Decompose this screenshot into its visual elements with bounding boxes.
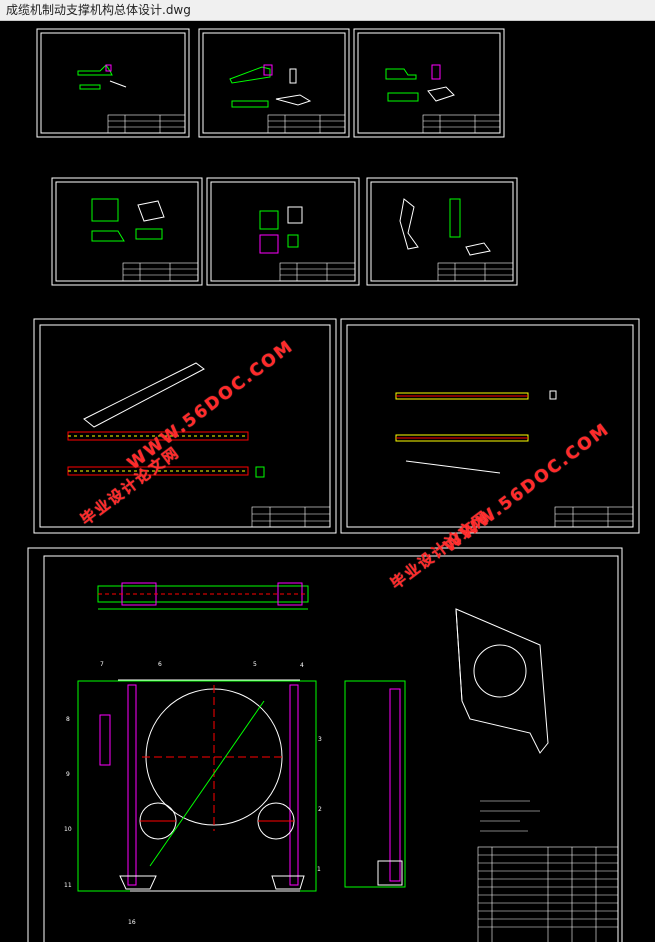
main-assembly-contents (77, 582, 619, 942)
window-title-bar: 成缆机制动支撑机构总体设计.dwg (0, 0, 655, 21)
callout-11: 11 (64, 882, 72, 889)
window-title: 成缆机制动支撑机构总体设计.dwg (6, 3, 191, 17)
sheet-2 (198, 28, 350, 138)
sheet-5 (206, 177, 360, 286)
callout-3: 3 (318, 736, 322, 743)
sheet-8 (340, 318, 640, 534)
sheet-7 (33, 318, 337, 534)
sheet-main-assembly (27, 547, 623, 942)
callout-10: 10 (64, 826, 72, 833)
sheet-1 (36, 28, 190, 138)
callout-numbers: 1 2 3 4 5 6 7 8 9 10 11 16 (64, 661, 322, 926)
callout-7: 7 (100, 661, 104, 668)
callout-5: 5 (253, 661, 257, 668)
callout-1: 1 (317, 866, 321, 873)
callout-2: 2 (318, 806, 322, 813)
sheet-3 (353, 28, 505, 138)
callout-16: 16 (128, 919, 136, 926)
callout-9: 9 (66, 771, 70, 778)
sheet-contents (67, 64, 557, 478)
sheet-6 (366, 177, 518, 286)
callout-4: 4 (300, 662, 304, 669)
callout-6: 6 (158, 661, 162, 668)
cad-drawing: 1 2 3 4 5 6 7 8 9 10 11 16 (27, 28, 640, 942)
sheet-4 (51, 177, 203, 286)
callout-8: 8 (66, 716, 70, 723)
cad-drawing-canvas[interactable]: 1 2 3 4 5 6 7 8 9 10 11 16 WWW.56DOC.COM… (0, 21, 655, 942)
